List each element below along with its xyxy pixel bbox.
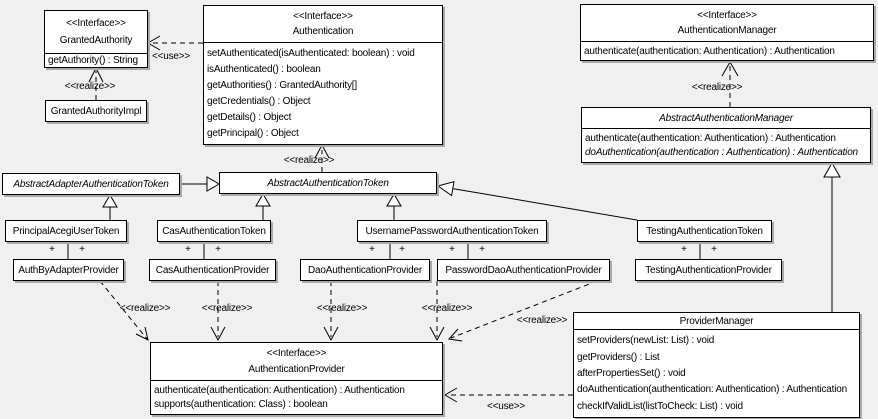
association-plus: + [369, 244, 375, 255]
class-name: AbstractAuthenticationManager [659, 112, 793, 124]
association-plus: + [681, 244, 687, 255]
class-name: AbstractAuthenticationToken [267, 177, 389, 189]
class-abstract-adapter-authentication-token[interactable]: AbstractAdapterAuthenticationToken [2, 173, 180, 195]
class-name: AuthenticationProvider [248, 364, 345, 375]
class-testing-authentication-token[interactable]: TestingAuthenticationToken [637, 220, 772, 242]
class-name: TestingAuthenticationProvider [645, 264, 772, 276]
association-plus: + [185, 244, 191, 255]
association-plus: + [399, 244, 405, 255]
class-name: PasswordDaoAuthenticationProvider [445, 264, 602, 276]
generalization-edge-casauthenticationtoken [255, 193, 271, 220]
method: checkIfValidList(listToCheck: List) : vo… [577, 400, 743, 412]
class-password-dao-authentication-provider[interactable]: PasswordDaoAuthenticationProvider [437, 259, 610, 281]
method: afterPropertiesSet() : void [577, 367, 686, 379]
stereotype: <<Interface>> [266, 348, 327, 359]
class-name: CasAuthenticationProvider [155, 264, 270, 276]
stereotype: <<Interface>> [697, 9, 757, 21]
class-testing-authentication-provider[interactable]: TestingAuthenticationProvider [635, 259, 782, 281]
association-plus: + [215, 244, 221, 255]
class-cas-authentication-provider[interactable]: CasAuthenticationProvider [149, 259, 276, 281]
class-granted-authority-impl[interactable]: GrantedAuthorityImpl [45, 100, 147, 122]
realize-label: <<realize>> [283, 155, 335, 166]
class-name: AbstractAdapterAuthenticationToken [13, 178, 169, 190]
class-name: PrincipalAcegiUserToken [12, 225, 120, 237]
realize-label: <<realize>> [421, 303, 473, 314]
class-authentication[interactable]: <<Interface>> Authentication setAuthenti… [203, 5, 443, 145]
realize-label: <<realize>> [316, 303, 368, 314]
class-granted-authority[interactable]: <<Interface>> GrantedAuthority getAuthor… [44, 10, 148, 68]
realize-edge-passworddaoauthenticationprovider [429, 281, 445, 342]
method: getDetails() : Object [207, 112, 292, 123]
realize-label: <<realize>> [119, 303, 171, 314]
generalization-edge-testingauthenticationtoken [436, 181, 638, 221]
association-plus: + [479, 244, 485, 255]
stereotype: <<Interface>> [293, 10, 353, 22]
class-abstract-authentication-manager[interactable]: AbstractAuthenticationManager authentica… [581, 107, 871, 163]
method: supports(authentication: Class) : boolea… [154, 399, 328, 411]
realize-edge-abstractauthenticationmanager [721, 60, 739, 107]
method: getPrincipal() : Object [207, 128, 299, 139]
method: authenticate(authentication: Authenticat… [585, 132, 836, 144]
generalization-edge-principalacegiusertoken [102, 194, 118, 220]
class-provider-manager[interactable]: ProviderManager setProviders(newList: Li… [573, 312, 860, 418]
use-edge-authentication-grantedauthority [147, 35, 203, 51]
method: authenticate(authentication: Authenticat… [154, 384, 405, 396]
use-edge-providermanager-authenticationprovider [444, 387, 573, 403]
use-label: <<use>> [486, 401, 526, 412]
method: setAuthenticated(isAuthenticated: boolea… [207, 48, 415, 59]
method: getAuthority() : String [48, 55, 138, 66]
stereotype: <<Interface>> [66, 17, 126, 29]
class-name: AuthByAdapterProvider [18, 264, 119, 276]
method: authenticate(authentication: Authenticat… [584, 45, 835, 57]
class-name: GrantedAuthority [59, 35, 133, 47]
realize-edge-grantedauthorityimpl [88, 66, 104, 100]
association-plus: + [79, 244, 85, 255]
method: getProviders() : List [577, 351, 660, 363]
generalization-edge-usernamepasswordtoken [386, 193, 402, 220]
class-abstract-authentication-token[interactable]: AbstractAuthenticationToken [219, 172, 437, 194]
class-principal-acegi-user-token[interactable]: PrincipalAcegiUserToken [5, 220, 127, 242]
class-username-password-authentication-token[interactable]: UsernamePasswordAuthenticationToken [357, 220, 547, 242]
class-name: Authentication [292, 26, 354, 38]
class-name: TestingAuthenticationToken [646, 225, 763, 237]
class-authentication-provider[interactable]: <<Interface>> AuthenticationProvider aut… [150, 342, 443, 415]
realize-edge-authbyadapterprovider [99, 280, 149, 341]
realize-edge-daoauthenticationprovider [323, 281, 339, 342]
generalization-edge-providermanager [823, 161, 841, 312]
class-auth-by-adapter-provider[interactable]: AuthByAdapterProvider [13, 259, 124, 281]
realize-label: <<realize>> [691, 82, 743, 93]
class-cas-authentication-token[interactable]: CasAuthenticationToken [157, 220, 271, 242]
class-name: DaoAuthenticationProvider [308, 264, 422, 276]
realize-label: <<realize>> [64, 81, 116, 92]
method: getAuthorities() : GrantedAuthority[] [207, 80, 357, 91]
association-plus: + [711, 244, 717, 255]
class-name: AuthenticationManager [677, 25, 777, 37]
class-name: UsernamePasswordAuthenticationToken [365, 225, 539, 237]
method: doAuthentication(authentication: Authent… [577, 384, 847, 396]
method: setProviders(newList: List) : void [577, 335, 715, 347]
association-plus: + [449, 244, 455, 255]
class-name: ProviderManager [679, 315, 754, 327]
method: isAuthenticated() : boolean [207, 64, 321, 75]
generalization-edge-abstractadapter [180, 176, 220, 192]
method: getCredentials() : Object [207, 96, 311, 107]
use-label: <<use>> [151, 51, 191, 62]
class-authentication-manager[interactable]: <<Interface>> AuthenticationManager auth… [580, 4, 874, 61]
class-dao-authentication-provider[interactable]: DaoAuthenticationProvider [300, 259, 430, 281]
realize-edge-casauthenticationprovider [210, 281, 226, 342]
realize-edge-testingauthenticationprovider [448, 280, 598, 342]
realize-label: <<realize>> [201, 303, 253, 314]
association-plus: + [49, 244, 55, 255]
realize-edge-abstractauthenticationtoken [314, 143, 330, 172]
class-name: GrantedAuthorityImpl [50, 105, 142, 117]
method: doAuthentication(authentication : Authen… [585, 147, 858, 159]
class-name: CasAuthenticationToken [162, 225, 266, 237]
realize-label: <<realize>> [516, 315, 568, 326]
